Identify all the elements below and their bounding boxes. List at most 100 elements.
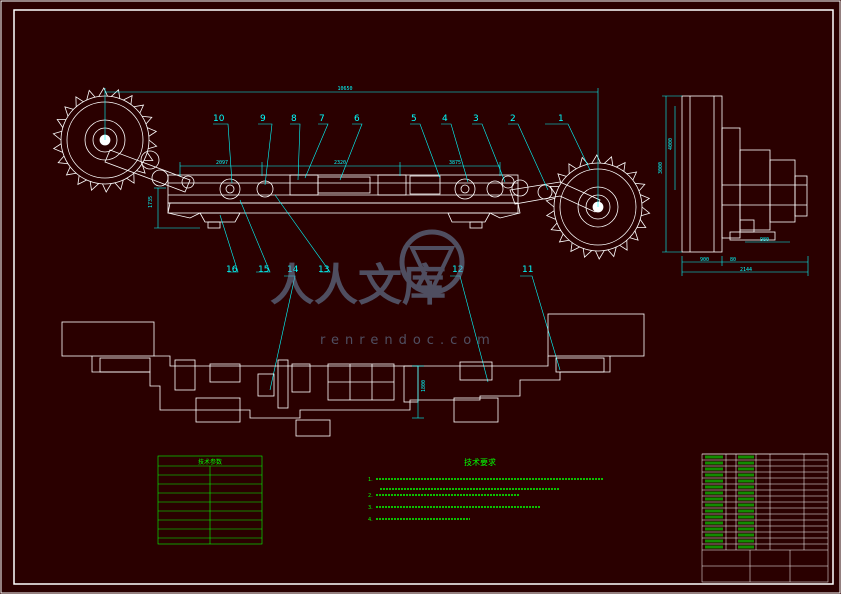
cutter-pick [147,127,158,137]
cutter-pick [607,246,617,258]
parts-table-cell [705,467,723,471]
cutter-pick [550,222,562,232]
parts-table-cell [738,527,754,531]
parts-table-cell [738,473,754,477]
cutter-pick [143,152,154,161]
parts-table-cell [705,461,723,465]
parts-table-cell [705,503,723,507]
inner-border [13,9,834,585]
cutter-pick [102,183,112,193]
cutter-pick [114,179,124,191]
cutter-pick [133,104,145,114]
dim-segment-c: 3875 [449,160,461,166]
parts-table-cell [738,455,754,459]
callout-11: 11 [522,265,533,275]
note-4-number: 4. [368,517,373,523]
callout-12: 12 [452,265,463,275]
parts-table-cell [705,479,723,483]
callout-2: 2 [510,114,516,124]
cutter-pick [57,155,69,165]
cutter-pick [595,250,605,260]
cutter-pick [545,197,555,208]
note-2-number: 2. [368,493,373,499]
cutter-pick [75,96,84,107]
left-ranging-arm [104,149,191,193]
cutter-pick [619,240,628,251]
parts-list-fills [705,455,754,549]
parts-table-cell [705,455,723,459]
right-shoe [447,212,491,223]
callout-14: 14 [287,265,299,275]
cutter-pick [98,87,108,97]
side-view [681,95,808,253]
parts-table-cell [705,473,723,477]
watermark-url: renrendoc.com [320,333,496,348]
callout-6: 6 [354,114,360,124]
cutter-pick [77,175,87,186]
watermark-cn-text: 人人文库 [270,260,446,311]
parts-table-cell [738,461,754,465]
bottom-callout-labels: 16 15 14 13 12 11 [226,265,533,275]
cutter-pick [141,115,153,125]
parts-table-cell [738,479,754,483]
parts-table-cell [738,503,754,507]
top-callout-labels: 10 9 8 7 6 5 4 3 2 1 [213,114,564,124]
cutter-pick [641,206,651,217]
parts-table-cell [738,539,754,543]
parts-table-cell [705,491,723,495]
dim-segment-a: 2097 [216,160,228,166]
parts-list-table [701,453,829,583]
cutter-pick [558,233,570,243]
cutter-pick [56,119,67,128]
callout-7: 7 [319,114,325,124]
cutter-pick [65,166,77,176]
cutter-pick [570,242,580,253]
cutter-pick [126,173,135,184]
cutter-pick [549,186,560,195]
parts-table-cell [705,485,723,489]
note-1-number: 1. [368,477,373,483]
parts-table-cell [738,509,754,513]
notes-list: 1. 2. 3. 4. [368,477,373,523]
parts-table-cell [705,539,723,543]
callout-8: 8 [291,114,297,124]
parts-table-cell [738,533,754,537]
callout-9: 9 [260,114,266,124]
right-ranging-arm [509,181,601,213]
left-cutting-drum [52,87,158,193]
cutter-pick [636,219,647,228]
cutter-pick [634,182,646,192]
cutter-pick [52,143,63,153]
callout-5: 5 [411,114,417,124]
cutter-pick [64,106,74,117]
parts-table-cell [705,521,723,525]
cutter-pick [582,248,593,259]
left-shoe [199,212,241,223]
cutter-pick [86,89,96,101]
callout-10: 10 [213,114,225,124]
dim-side-e: 980 [760,237,769,243]
cutter-pick [626,171,638,181]
dim-plan-height: 1800 [421,380,427,392]
plan-view [61,313,645,437]
dim-side-a: 4000 [668,138,674,150]
parts-table-cell [738,545,754,549]
parts-table-cell [738,485,754,489]
dim-height-left: 1735 [148,196,154,208]
parts-table-cell [705,527,723,531]
cutter-pick [123,94,133,105]
parts-table-cell [738,521,754,525]
dim-overall-length: 10650 [337,86,352,92]
dim-side-d: 2144 [740,267,752,273]
cutter-pick [603,155,614,166]
cutter-pick [148,139,158,150]
watermark: 人人文库 renrendoc.com [270,229,496,348]
note-3-number: 3. [368,505,373,511]
dim-side-b: 900 [700,257,709,263]
cutter-pick [52,130,62,141]
callout-15: 15 [258,265,269,275]
front-dimensions [104,88,599,229]
